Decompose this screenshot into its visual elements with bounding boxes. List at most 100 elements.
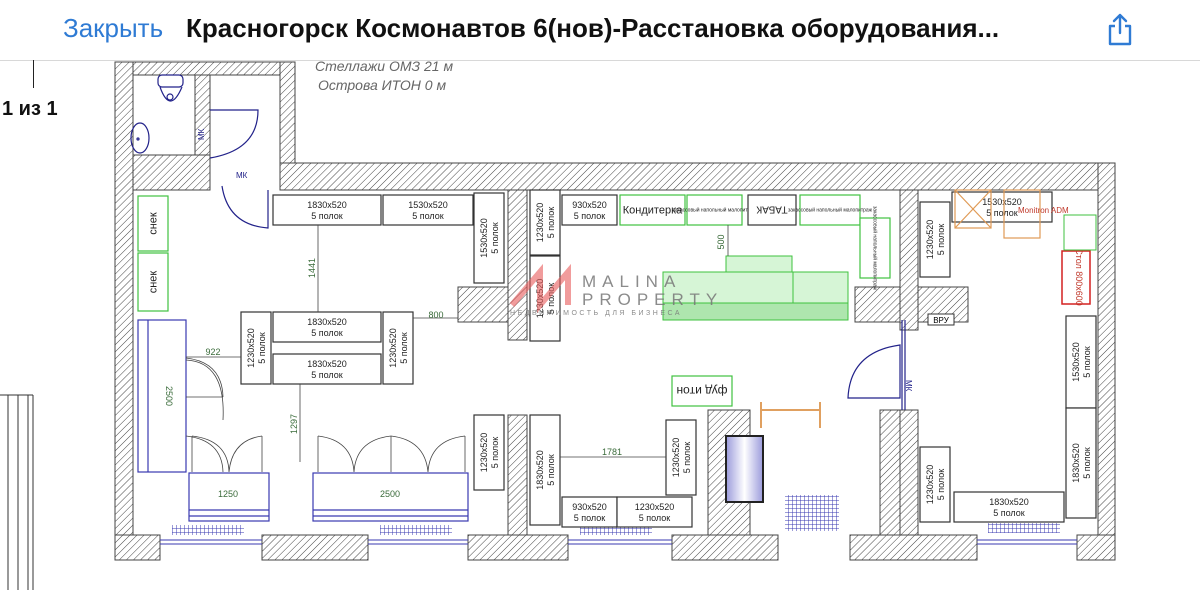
shelf-count: 5 полок — [1082, 346, 1092, 378]
wall-segment — [507, 189, 528, 341]
radiator — [988, 523, 1060, 533]
walls — [114, 61, 1116, 561]
equipment-unit: закассовый напольный малопитраж — [672, 194, 757, 226]
plan-note: Острова ИТОН 0 м — [318, 77, 446, 93]
wall-segment — [467, 534, 569, 561]
entrance-mat — [785, 495, 839, 531]
equipment-label: снек — [148, 271, 160, 294]
document-title: Красногорск Космонавтов 6(нов)-Расстанов… — [186, 13, 1000, 43]
shelf-count: 5 полок — [311, 370, 343, 380]
dimension-lines — [186, 225, 729, 462]
window — [568, 539, 672, 545]
equipment-unit: закассовый напольный малопитраж — [788, 194, 873, 226]
shelf-count: 5 полок — [546, 207, 556, 239]
window — [160, 539, 262, 545]
svg-text:MALINA: MALINA — [582, 272, 681, 291]
window — [977, 539, 1077, 545]
page-counter: 1 из 1 — [2, 98, 58, 120]
shelf-size: 1230x520 — [388, 328, 398, 368]
shelf-size: 1830x520 — [535, 450, 545, 490]
wall-segment — [1097, 162, 1116, 561]
toilet-icon — [157, 74, 184, 102]
page-divider — [33, 60, 34, 88]
share-icon[interactable] — [1105, 12, 1135, 46]
watermark: MALINA PROPERTY НЕДВИЖИМОСТЬ ДЛЯ БИЗНЕСА — [509, 263, 717, 317]
equipment-unit: снек — [137, 195, 169, 252]
wall-segment — [879, 409, 901, 536]
wall-segment — [114, 61, 134, 561]
shelf-size: 1830x520 — [307, 359, 347, 369]
sink-icon — [130, 122, 150, 154]
shelf-size: 1230x520 — [479, 433, 489, 473]
wall-segment — [114, 61, 296, 76]
shelf-size: 1230x520 — [635, 502, 675, 512]
dimension-label: 1441 — [307, 258, 317, 278]
shelf-count: 5 полок — [936, 469, 946, 501]
mk-label: МК — [236, 171, 248, 180]
window — [368, 539, 468, 545]
wall-segment — [114, 534, 161, 561]
shelf-size: 1830x520 — [989, 497, 1029, 507]
wall-segment — [1076, 534, 1116, 561]
table-label: Стол 800x600 — [1074, 248, 1084, 306]
shelf-size: 1230x520 — [925, 465, 935, 505]
equipment-label: фуд итон — [676, 384, 727, 398]
wall-segment — [132, 154, 211, 191]
shelf-count: 5 полок — [682, 442, 692, 474]
monitor-label: Monitron ADM — [1018, 206, 1069, 215]
shelf-count: 5 полок — [986, 208, 1018, 218]
dimension-label: 500 — [716, 234, 726, 249]
shelf-count: 5 полок — [257, 332, 267, 364]
shelf-count: 5 полок — [311, 211, 343, 221]
shelf-count: 5 полок — [574, 513, 606, 523]
shelf-size: 1230x520 — [535, 203, 545, 243]
door-swings — [209, 109, 906, 410]
close-button[interactable]: Закрыть — [63, 13, 164, 43]
equipment-unit: снек — [137, 252, 169, 312]
mk-label: МК — [197, 128, 206, 140]
shelf-size: 1530x520 — [1071, 342, 1081, 382]
dimension-label: 1297 — [289, 414, 299, 434]
plan-note: Стеллажи ОМЗ 21 м — [315, 58, 453, 74]
shelf-count: 5 полок — [1082, 447, 1092, 479]
shelf-size: 1230x520 — [925, 220, 935, 260]
wall-segment — [261, 534, 369, 561]
equipment-unit: закассовый напольный малопитраж — [859, 206, 891, 291]
shelf-size: 1830x520 — [307, 200, 347, 210]
display-fridges — [137, 319, 469, 522]
wall-segment — [899, 409, 919, 536]
equipment-label: закассовый напольный малопитраж — [788, 207, 873, 214]
shelf-size: 1530x520 — [408, 200, 448, 210]
dimension-label: 922 — [205, 347, 220, 357]
wall-segment — [194, 74, 211, 156]
shelf-count: 5 полок — [993, 508, 1025, 518]
dimension-label: 2500 — [164, 386, 174, 406]
shelf-count: 5 полок — [546, 454, 556, 486]
equipment-unit: Кондитерка — [619, 194, 686, 226]
shelf-count: 5 полок — [936, 224, 946, 256]
radiator — [172, 525, 244, 535]
shelf-count: 5 полок — [574, 211, 606, 221]
radiator — [380, 525, 452, 535]
shelf-size: 1530x520 — [479, 218, 489, 258]
stair-lines — [0, 394, 34, 590]
vru-box — [927, 313, 955, 326]
shelf-size: 1830x520 — [1071, 443, 1081, 483]
